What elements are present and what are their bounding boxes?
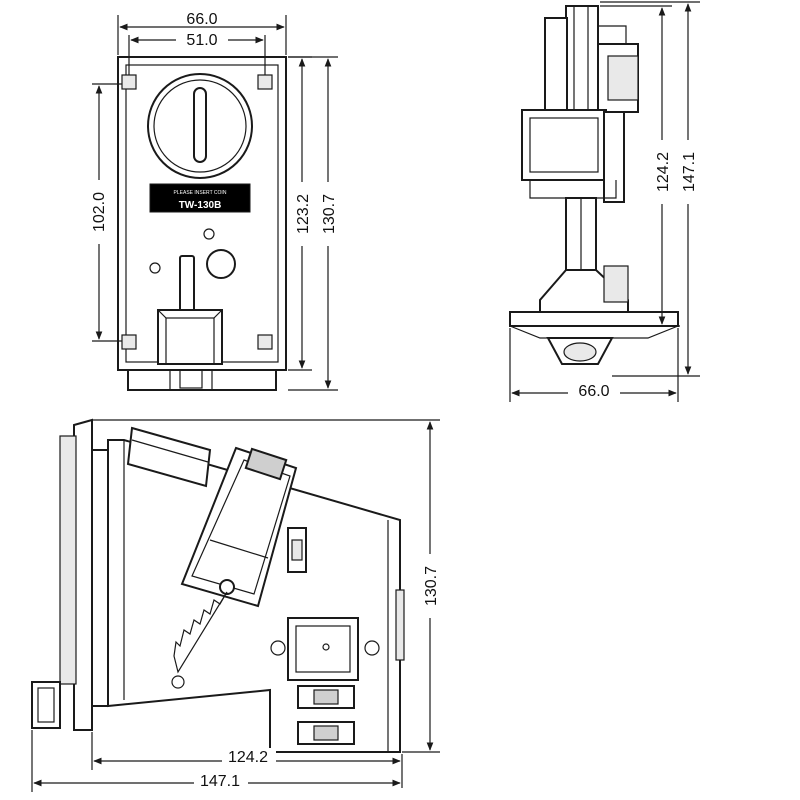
dim-front-height-holes: 102.0 (91, 192, 108, 232)
dim-side-height-body: 124.2 (655, 152, 672, 192)
dim-front-height-body: 123.2 (295, 194, 312, 234)
spring (171, 591, 228, 689)
sensor-module (180, 446, 298, 608)
dim-front-width-inner: 51.0 (186, 32, 217, 49)
coin-slot (147, 73, 253, 179)
dim-side-height-total: 147.1 (681, 152, 698, 192)
dim-profile-height-total: 130.7 (423, 566, 440, 606)
dim-front-height-total: 130.7 (321, 194, 338, 234)
mounting-hole-top-right (257, 74, 273, 90)
dim-front-width-outer: 66.0 (186, 11, 217, 28)
label-small-text: PLEASE INSERT COIN (174, 190, 227, 196)
dim-profile-length-body: 124.2 (228, 749, 268, 766)
model-label: PLEASE INSERT COIN TW-130B (149, 183, 251, 213)
mounting-hole-top-left (121, 74, 137, 90)
label-model-text: TW-130B (179, 200, 222, 211)
profile-view: 130.7 124.2 147.1 (31, 418, 440, 792)
mounting-hole-bottom-left (121, 334, 137, 350)
coil-box (270, 617, 380, 681)
side-view: 124.2 147.1 66.0 (509, 1, 700, 402)
dim-side-width: 66.0 (578, 383, 609, 400)
mounting-hole-bottom-right (257, 334, 273, 350)
front-view: PLEASE INSERT COIN TW-130B 66.0 51.0 102… (89, 10, 338, 391)
dim-profile-length-total: 147.1 (200, 773, 240, 790)
